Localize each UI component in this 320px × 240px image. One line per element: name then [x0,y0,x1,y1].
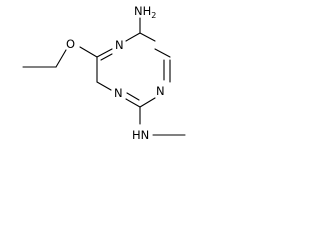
triazine-ring-bonds [96,32,171,108]
atom-labels: N N N NH2 O HN [66,4,165,142]
atom-amine-top: NH2 [134,4,156,20]
bond-n-top-c6-double [100,53,113,61]
bond-n-bottom-c2 [125,98,141,108]
bond-c2-n-right [139,97,156,108]
bond-n-bottom-c2-double [126,92,140,101]
bond-o-ch2 [55,49,67,68]
bond-c6-n-bottom-left [96,81,112,91]
bond-c6-o [79,46,98,58]
amine-top-text: NH [134,4,151,18]
atom-n-right: N [156,84,165,98]
atom-n-bottom: N [114,86,123,100]
atom-amine-bottom: HN [132,128,149,142]
atom-oxygen: O [66,37,75,51]
amine-top-subscript: 2 [151,11,156,20]
atom-n-top: N [115,38,124,52]
structure-canvas: N N N NH2 O HN [22,4,186,142]
substituent-bonds [22,17,186,136]
molecule-diagram: N N N NH2 O HN [0,0,226,155]
bond-n-top-c6 [96,48,113,58]
bond-c4-top-right [139,32,156,42]
bond-n-right-c4-upper [154,48,171,58]
bond-c4-n-top [125,32,141,42]
